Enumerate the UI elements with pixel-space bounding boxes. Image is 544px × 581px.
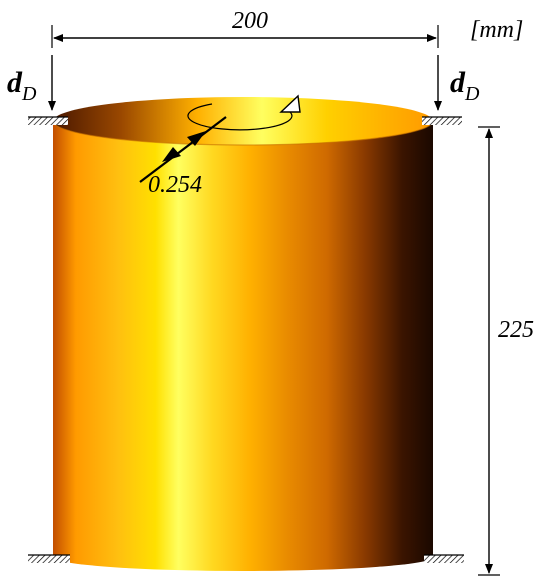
height-label: 225 [498, 317, 534, 343]
cylinder-inner-surface [53, 97, 433, 145]
displacement-label-right: dD [450, 66, 480, 105]
thickness-arrow-outer [187, 131, 206, 146]
cylinder-rim-front [52, 120, 434, 146]
support-top-right [422, 117, 462, 125]
support-bottom-right [424, 555, 464, 563]
thickness-label: 0.254 [148, 172, 202, 198]
rotation-arrow-icon [187, 94, 301, 131]
thickness-leader-line [139, 116, 227, 183]
thickness-arrow-inner [162, 147, 181, 162]
support-top-left [28, 117, 68, 125]
displacement-label-left: dD [7, 66, 37, 105]
support-bottom-left [28, 555, 70, 563]
diameter-label: 200 [232, 8, 268, 34]
unit-label: [mm] [470, 17, 523, 43]
cylinder-shell [53, 121, 433, 571]
